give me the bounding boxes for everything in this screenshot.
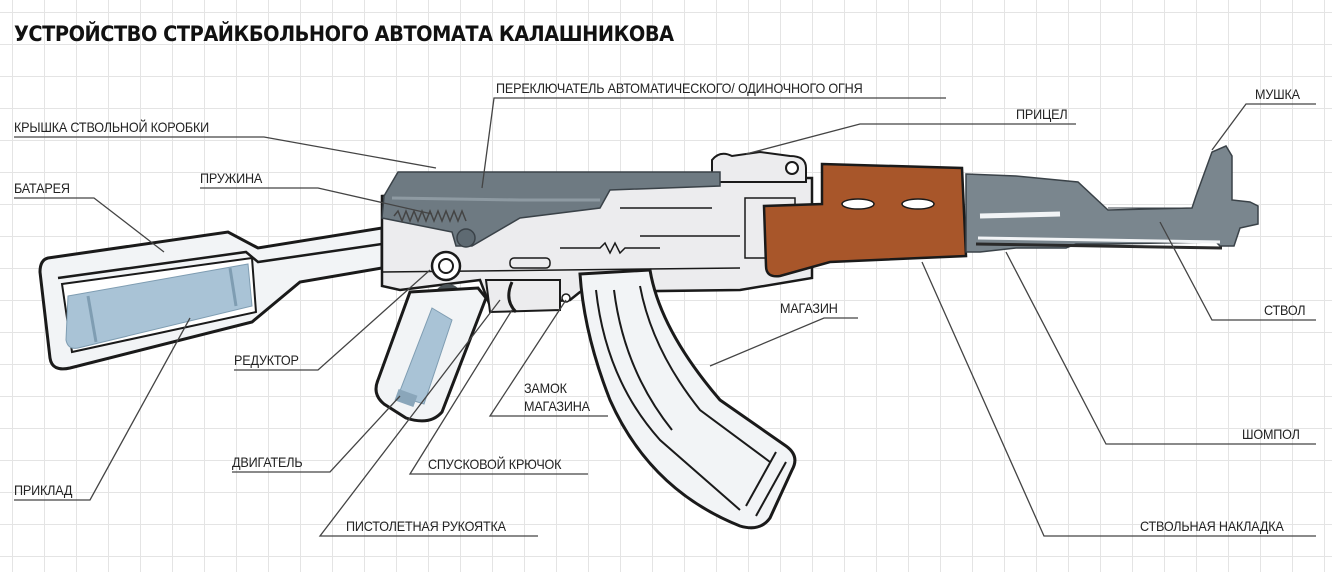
label-stock: ПРИКЛАД	[14, 482, 73, 498]
leader-barrel	[1159, 221, 1316, 321]
trigger	[484, 279, 571, 314]
label-cleaning-rod: ШОМПОЛ	[1242, 426, 1300, 442]
leader-mag-catch	[488, 299, 608, 417]
label-gearbox: РЕДУКТОР	[234, 352, 299, 368]
label-battery: БАТАРЕЯ	[14, 180, 70, 196]
label-selector: ПЕРЕКЛЮЧАТЕЛЬ АВТОМАТИЧЕСКОГО/ ОДИНОЧНОГ…	[496, 80, 863, 96]
leader-trigger	[408, 309, 588, 475]
leader-front-sight	[1211, 103, 1316, 151]
leader-handguard	[921, 261, 1316, 537]
label-pistol-grip: ПИСТОЛЕТНАЯ РУКОЯТКА	[346, 518, 506, 534]
leader-battery	[14, 197, 165, 253]
leader-selector	[481, 97, 946, 189]
handguard	[762, 162, 968, 278]
leader-gearbox	[234, 269, 431, 371]
motor	[394, 307, 453, 408]
label-mag-catch-line1: ЗАМОК	[524, 380, 567, 396]
leader-stock	[14, 317, 191, 501]
label-receiver-cover: КРЫШКА СТВОЛЬНОЙ КОРОБКИ	[14, 119, 209, 135]
barrel-assembly	[965, 145, 1259, 253]
leader-pistol-grip	[318, 299, 538, 537]
leader-motor	[232, 395, 401, 473]
leader-cleaning-rod	[1005, 251, 1316, 445]
label-magazine: МАГАЗИН	[780, 300, 838, 316]
leader-lines	[14, 97, 1316, 537]
leader-receiver-cover	[14, 136, 437, 169]
cleaning-rod	[975, 242, 1223, 250]
label-handguard: СТВОЛЬНАЯ НАКЛАДКА	[1140, 518, 1284, 534]
label-spring: ПРУЖИНА	[200, 170, 263, 186]
magazine	[578, 268, 797, 530]
receiver-cover	[381, 171, 721, 248]
leader-magazine	[709, 317, 858, 367]
label-rear-sight: ПРИЦЕЛ	[1016, 106, 1068, 122]
diagram-title: УСТРОЙСТВО СТРАЙКБОЛЬНОГО АВТОМАТА КАЛАШ…	[14, 22, 674, 46]
label-trigger: СПУСКОВОЙ КРЮЧОК	[428, 456, 562, 472]
battery	[65, 263, 253, 349]
leader-rear-sight	[745, 123, 1076, 155]
leader-spring	[200, 187, 433, 215]
label-front-sight: МУШКА	[1255, 86, 1300, 102]
label-motor: ДВИГАТЕЛЬ	[232, 454, 303, 470]
spring	[393, 208, 467, 224]
label-mag-catch-line2: МАГАЗИНА	[524, 398, 590, 414]
label-barrel: СТВОЛ	[1264, 302, 1306, 318]
